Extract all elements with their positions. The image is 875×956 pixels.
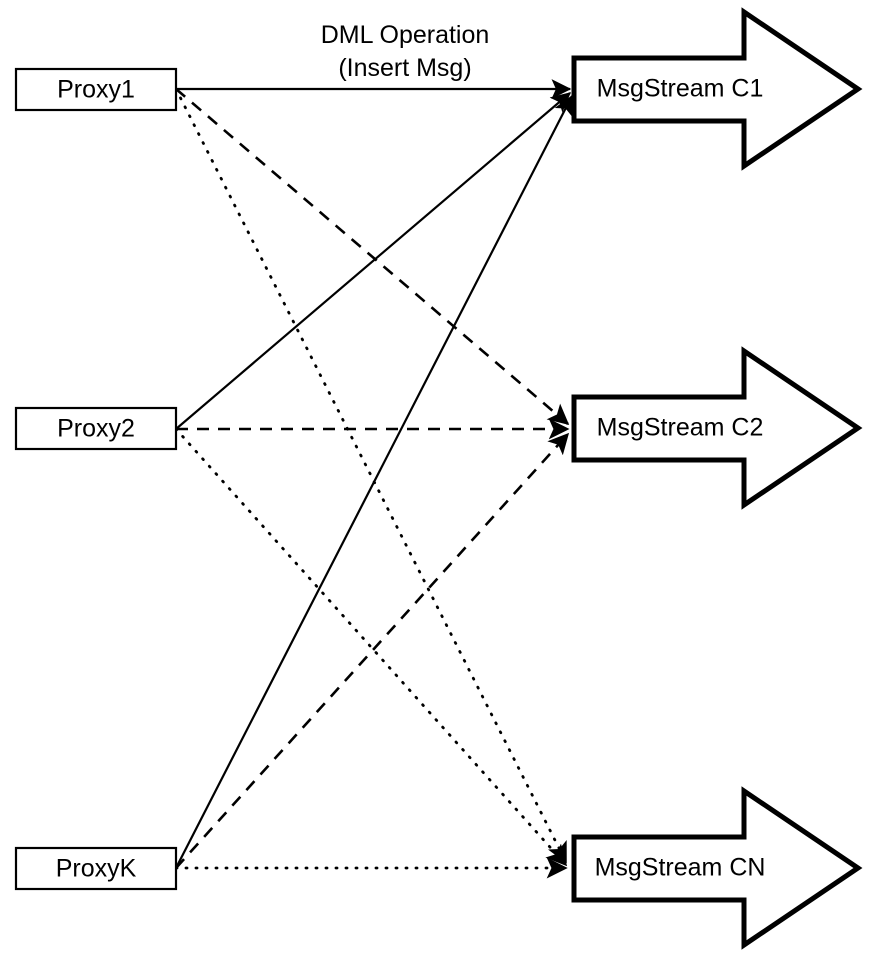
stream-c1-arrow-shape[interactable] xyxy=(571,7,863,171)
proxy-node-proxy1[interactable]: Proxy1 xyxy=(14,67,178,112)
edge-proxy1-to-stream-c2 xyxy=(175,88,570,426)
proxy1-label: Proxy1 xyxy=(57,76,135,104)
caption-line-2: (Insert Msg) xyxy=(338,54,471,82)
stream-node-c2[interactable]: MsgStream C2 xyxy=(571,346,863,510)
proxy1-box[interactable] xyxy=(14,67,178,112)
stream-cn-label: MsgStream CN xyxy=(595,854,766,882)
stream-cn-arrow-shape[interactable] xyxy=(571,786,863,950)
caption-dml-operation: DML Operation (Insert Msg) xyxy=(321,21,490,82)
stream-node-cn[interactable]: MsgStream CN xyxy=(571,786,863,950)
proxy-node-proxyk[interactable]: ProxyK xyxy=(14,846,178,891)
edge-proxy1-to-stream-cn xyxy=(174,87,568,864)
edges-layer xyxy=(174,79,573,879)
caption-line-1: DML Operation xyxy=(321,21,490,49)
stream-c2-label: MsgStream C2 xyxy=(597,414,764,442)
stream-node-c1[interactable]: MsgStream C1 xyxy=(571,7,863,171)
edge-proxyk-to-stream-c2 xyxy=(175,432,570,869)
proxyk-label: ProxyK xyxy=(56,855,137,883)
proxyk-box[interactable] xyxy=(14,846,178,891)
proxy-node-proxy2[interactable]: Proxy2 xyxy=(14,406,178,451)
edge-proxy2-to-stream-cn xyxy=(174,427,568,867)
proxy2-box[interactable] xyxy=(14,406,178,451)
proxy2-label: Proxy2 xyxy=(57,415,135,443)
stream-c1-label: MsgStream C1 xyxy=(597,75,764,103)
stream-c2-arrow-shape[interactable] xyxy=(571,346,863,510)
edge-proxy2-to-stream-c1 xyxy=(175,92,572,430)
